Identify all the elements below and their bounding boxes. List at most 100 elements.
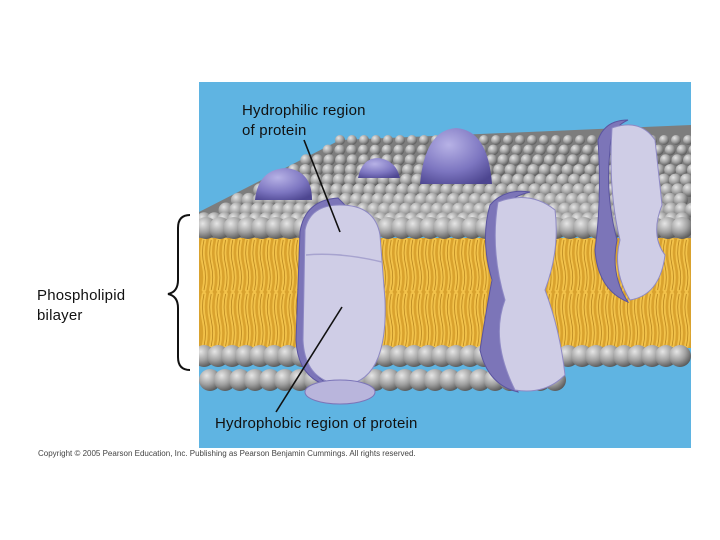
far-right-transmembrane-protein-side [594, 119, 630, 304]
lipid-head [671, 154, 683, 166]
lipid-head [563, 135, 573, 145]
peripheral-proteins [255, 128, 492, 200]
lipid-head [335, 154, 347, 166]
lipid-head [346, 144, 357, 156]
lipid-head [675, 163, 688, 177]
lipid-head [322, 144, 334, 156]
lipid-head [659, 135, 669, 145]
lipid-head [570, 144, 582, 156]
lipid-head [393, 154, 405, 166]
lipid-head [532, 154, 544, 166]
lipid-head [534, 173, 548, 187]
peripheral-protein [358, 158, 400, 178]
lipid-head [344, 173, 357, 187]
right-transmembrane-protein [494, 197, 566, 392]
lipid-head [491, 135, 501, 145]
lipid-head [347, 135, 357, 145]
lipid-head [511, 144, 523, 156]
lipid-head [405, 144, 416, 156]
peripheral-protein [255, 168, 312, 200]
lipid-head [551, 135, 561, 145]
peripheral-protein [420, 128, 492, 184]
central-transmembrane-protein [302, 204, 386, 386]
lipid-head [558, 144, 570, 156]
lipid-head [538, 163, 551, 177]
lipid-head [383, 135, 393, 145]
lipid-head [578, 154, 591, 166]
lipid-head [344, 163, 358, 177]
lipid-head [335, 135, 345, 145]
hydrophobic-pointer-line [275, 306, 343, 413]
lipid-head [535, 144, 546, 156]
lipid-head [543, 154, 556, 166]
lipid-head [575, 135, 585, 145]
transmembrane-proteins [295, 119, 666, 405]
lipid-head [527, 163, 540, 177]
protein-surface-line [305, 253, 383, 263]
lipid-head [550, 163, 563, 177]
lipid-head [584, 163, 597, 177]
lipid-head [499, 144, 511, 156]
lipid-head [509, 154, 521, 166]
lipid-head [572, 163, 586, 177]
protein-lower-lobe [304, 379, 376, 405]
lipid-head [419, 135, 429, 145]
lipid-head [500, 173, 514, 187]
lipid-head [417, 144, 428, 156]
lipid-head [680, 173, 691, 187]
lipid-head [369, 144, 381, 156]
lipid-head [334, 144, 346, 156]
lipid-head [546, 144, 558, 156]
lipid-head [395, 135, 405, 145]
lipid-head [504, 163, 517, 177]
far-right-transmembrane-protein [610, 124, 666, 301]
lipid-head [520, 154, 533, 166]
lipid-head [300, 154, 312, 166]
lipid-head [322, 163, 335, 177]
phospholipid-bilayer-label: Phospholipid bilayer [37, 286, 125, 326]
lipid-head [493, 163, 506, 177]
copyright-notice: Copyright © 2005 Pearson Education, Inc.… [38, 449, 416, 458]
lipid-head [479, 135, 489, 145]
lipid-head [669, 345, 691, 367]
lipid-head [310, 173, 324, 187]
lipid-head [582, 144, 593, 156]
lipid-head [332, 173, 346, 187]
lipid-head [321, 173, 335, 187]
lipid-head [489, 173, 503, 187]
lipid-head [515, 135, 525, 145]
lipid-head [683, 154, 691, 166]
lipid-head [567, 154, 579, 166]
lipid-head [346, 154, 359, 166]
lipid-head [400, 173, 413, 187]
bilayer-label-line1: Phospholipid [37, 287, 126, 304]
lipid-head [311, 154, 324, 166]
lipid-head [556, 173, 570, 187]
lipid-head [676, 144, 688, 156]
lipid-head [671, 135, 681, 145]
lipid-head [664, 163, 677, 177]
lipid-head [527, 135, 537, 145]
lipid-head [404, 154, 417, 166]
lipid-head [587, 135, 597, 145]
hydrophilic-pointer-line [303, 139, 341, 233]
lipid-head [333, 163, 346, 177]
lipid-head [686, 164, 691, 176]
lipid-head [682, 183, 691, 197]
hydrophobic-region-label: Hydrophobic region of protein [215, 415, 418, 432]
lipid-head [523, 173, 536, 187]
lipid-head [497, 154, 509, 166]
lipid-head [323, 154, 335, 166]
hydrophilic-region-label: Hydrophilic region of protein [242, 101, 366, 141]
lipid-head [358, 144, 369, 156]
lipid-head [407, 135, 417, 145]
lipid-head [688, 145, 691, 155]
bilayer-bracket [167, 214, 191, 371]
lipid-head [659, 154, 672, 166]
hydrophilic-label-line2: of protein [242, 122, 307, 139]
lipid-head [381, 144, 393, 156]
lipid-head [579, 173, 592, 187]
lipid-head [393, 144, 405, 156]
lipid-head [512, 173, 525, 187]
